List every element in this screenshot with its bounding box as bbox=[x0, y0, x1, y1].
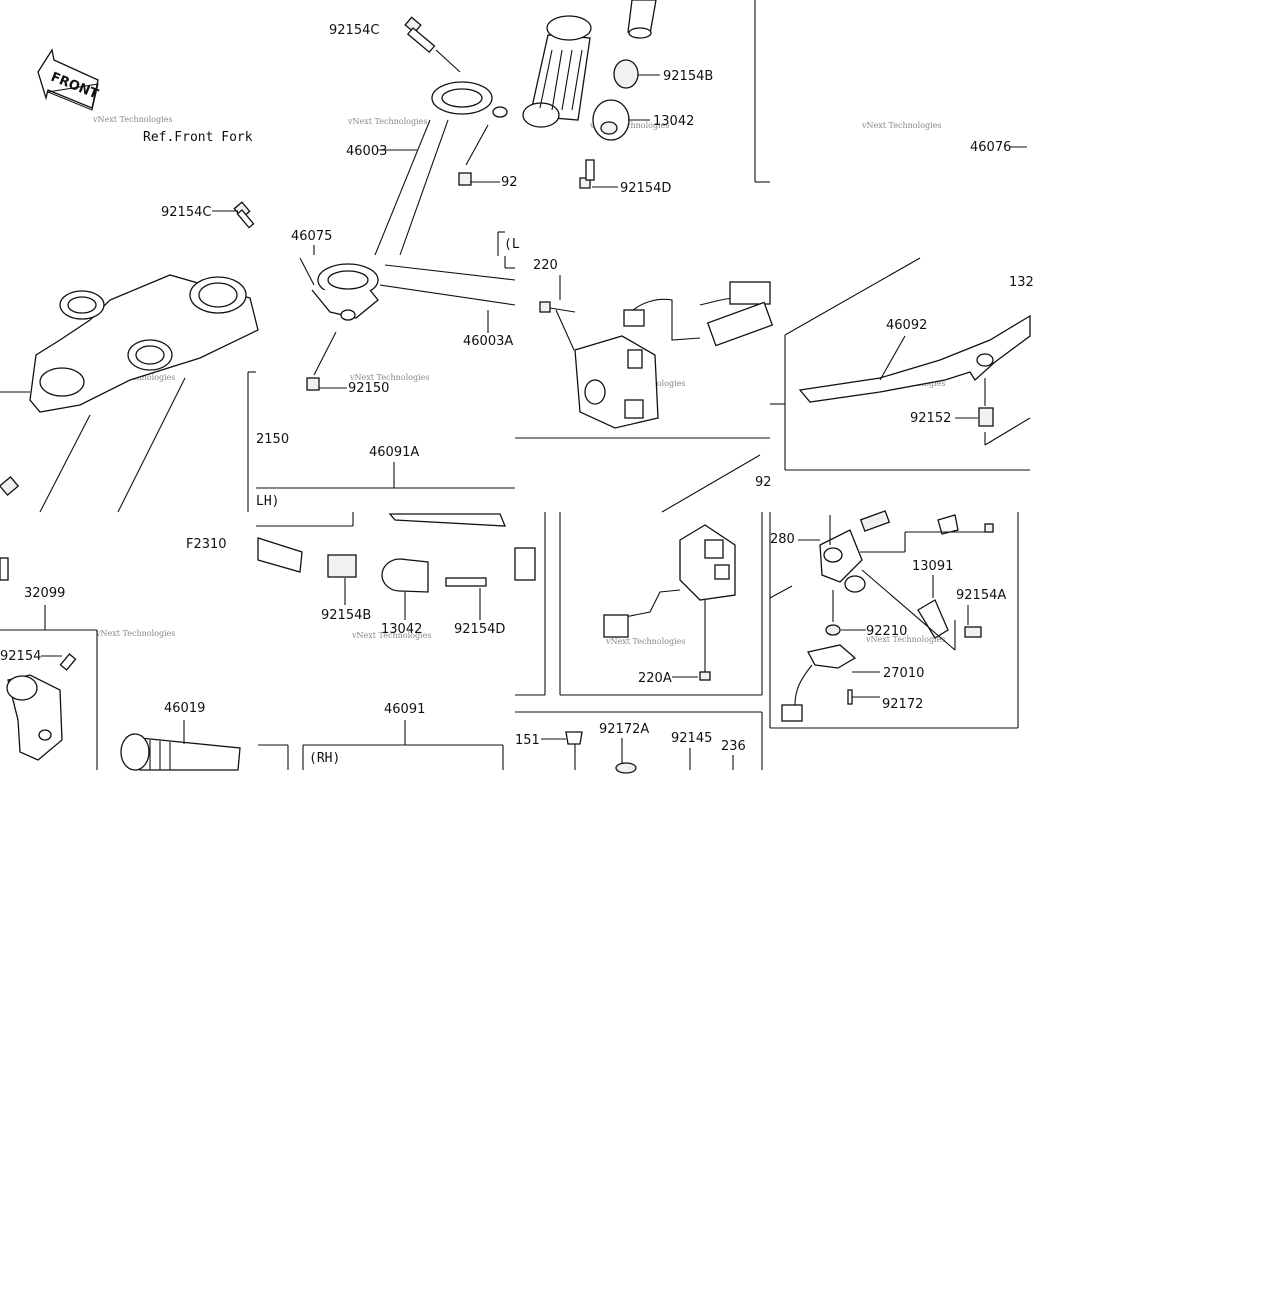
grip-part bbox=[522, 0, 660, 189]
watermark: vNext Technologies bbox=[589, 121, 669, 130]
callout-46092: 46092 bbox=[886, 318, 927, 333]
callout-46019: 46019 bbox=[164, 701, 205, 716]
switch-housing-part bbox=[539, 275, 774, 429]
watermark: vNext Technologies bbox=[347, 117, 427, 126]
figure-code: F2310 bbox=[186, 537, 227, 552]
callout-92154c-top: 92154C bbox=[329, 23, 379, 38]
callout-92154b-top: 92154B bbox=[663, 69, 713, 84]
callout-2150: 2150 bbox=[256, 432, 289, 447]
callout-92154c-left: 92154C bbox=[161, 205, 211, 220]
brake-lever-panel bbox=[770, 257, 1031, 471]
callout-92154: 92154 bbox=[0, 649, 41, 664]
callout-13091: 13091 bbox=[912, 559, 953, 574]
callout-92172a: 92172A bbox=[599, 722, 649, 737]
group-label-lh: LH) bbox=[256, 494, 279, 509]
callout-27010: 27010 bbox=[883, 666, 924, 681]
callout-92152: 92152 bbox=[910, 411, 951, 426]
callout-13042-mid: 13042 bbox=[381, 622, 422, 637]
callout-46003a: 46003A bbox=[463, 334, 513, 349]
grip-rh-part bbox=[120, 720, 289, 771]
callout-13042-top: 13042 bbox=[653, 114, 694, 129]
callout-46076: 46076 bbox=[970, 140, 1011, 155]
callout-92-top: 92 bbox=[501, 175, 518, 190]
callout-92154d-mid: 92154D bbox=[454, 622, 505, 637]
callout-46091a: 46091A bbox=[369, 445, 419, 460]
callout-92150: 92150 bbox=[348, 381, 389, 396]
steering-stem-part bbox=[0, 274, 259, 513]
callout-92-mid: 92 bbox=[755, 475, 772, 490]
clutch-holder-part bbox=[781, 510, 994, 722]
front-arrow-icon: FRONT bbox=[37, 48, 100, 111]
watermark: vNext Technologies bbox=[351, 631, 431, 640]
switch-housing-rh-part bbox=[603, 524, 736, 681]
watermark: vNext Technologies bbox=[92, 115, 172, 124]
callout-46091: 46091 bbox=[384, 702, 425, 717]
group-label-l-partial: (L bbox=[504, 237, 520, 252]
callout-280: 280 bbox=[770, 532, 795, 547]
watermark: vNext Technologies bbox=[865, 635, 945, 644]
group-label-rh: (RH) bbox=[309, 751, 340, 766]
callout-46075: 46075 bbox=[291, 229, 332, 244]
callout-92210: 92210 bbox=[866, 624, 907, 639]
grip-end-parts-lh bbox=[257, 513, 506, 620]
callout-132: 132 bbox=[1009, 275, 1034, 290]
callout-92172: 92172 bbox=[882, 697, 923, 712]
callout-92145: 92145 bbox=[671, 731, 712, 746]
callout-236: 236 bbox=[721, 739, 746, 754]
watermark: vNext Technologies bbox=[605, 637, 685, 646]
callout-92154d-top: 92154D bbox=[620, 181, 671, 196]
callout-151: 151 bbox=[515, 733, 540, 748]
callout-92154b-mid: 92154B bbox=[321, 608, 371, 623]
handlebar-clamp-part bbox=[299, 16, 516, 391]
bolt-92154c-left bbox=[212, 201, 255, 229]
callout-92154a: 92154A bbox=[956, 588, 1006, 603]
callout-32099: 32099 bbox=[24, 586, 65, 601]
callout-46003: 46003 bbox=[346, 144, 387, 159]
callout-220: 220 bbox=[533, 258, 558, 273]
watermark: vNext Technologies bbox=[349, 373, 429, 382]
throttle-housing-part bbox=[0, 557, 98, 770]
watermark: vNext Technologies bbox=[861, 121, 941, 130]
callout-220a: 220A bbox=[638, 671, 672, 686]
ref-front-fork-label: Ref.Front Fork bbox=[143, 130, 253, 145]
watermark: vNext Technologies bbox=[95, 629, 175, 638]
